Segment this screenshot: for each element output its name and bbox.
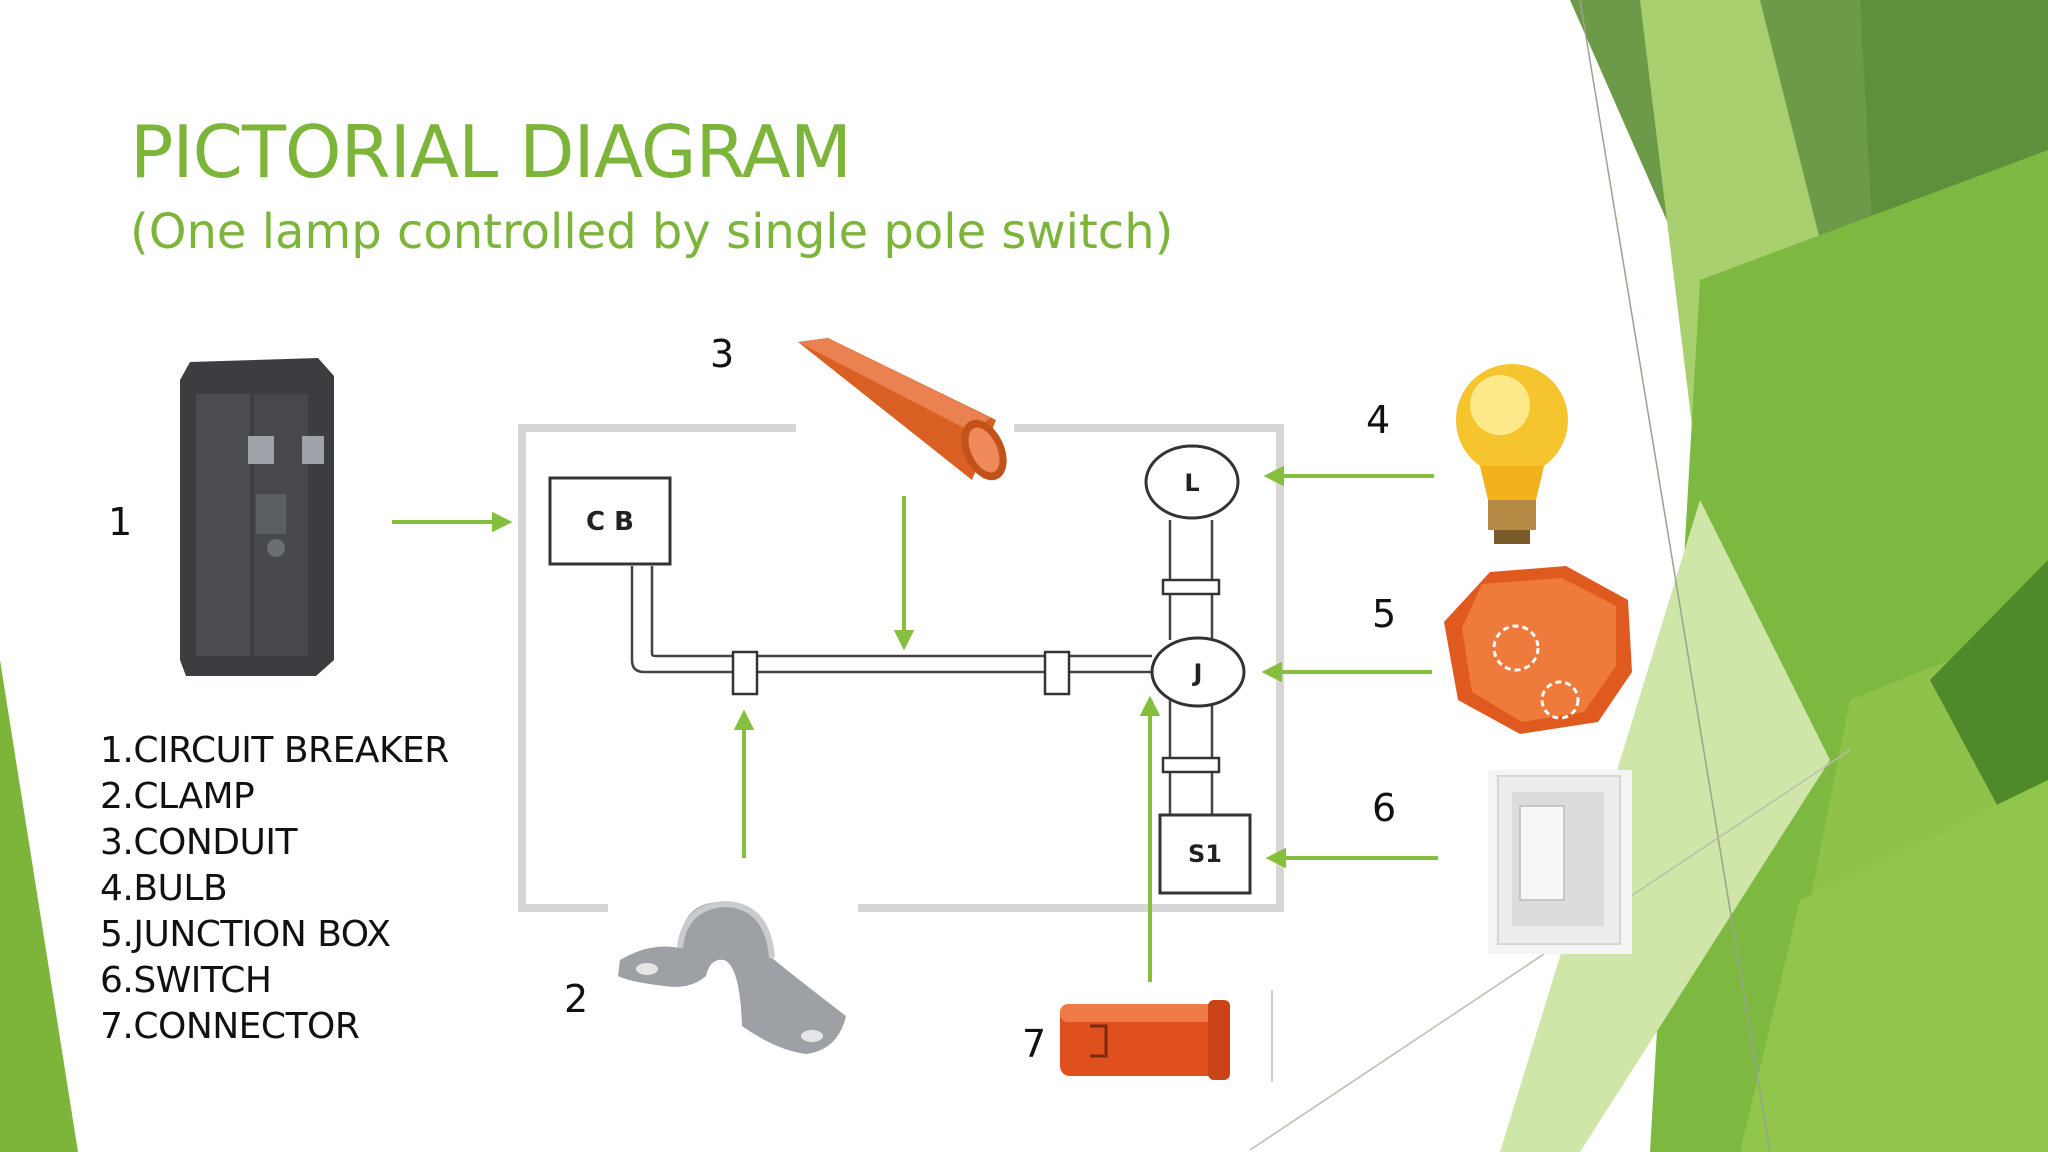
switch-box bbox=[1158, 813, 1252, 895]
legend-item: 6.SWITCH bbox=[100, 960, 272, 1001]
cb-box bbox=[548, 476, 672, 566]
cb-label: C B bbox=[586, 507, 634, 537]
slide-title: PICTORIAL DIAGRAM bbox=[130, 110, 852, 194]
callout-1: 1 bbox=[108, 500, 133, 544]
right-shard-pale bbox=[1500, 500, 1830, 1152]
legend-item: 2.CLAMP bbox=[100, 776, 255, 817]
callout-6: 6 bbox=[1372, 786, 1397, 830]
legend-item: 1.CIRCUIT BREAKER bbox=[100, 730, 449, 771]
switch-label: S1 bbox=[1188, 840, 1222, 868]
legend-list: 1.CIRCUIT BREAKER 2.CLAMP 3.CONDUIT 4.BU… bbox=[100, 728, 449, 1050]
switch-image bbox=[1488, 770, 1632, 954]
junction-symbol bbox=[1150, 636, 1246, 708]
connector-image bbox=[1060, 990, 1273, 1082]
thin-line bbox=[1579, 0, 1771, 1152]
left-green-shard bbox=[0, 660, 78, 1152]
junction-box-image bbox=[1444, 566, 1632, 734]
callout-2: 2 bbox=[564, 977, 589, 1021]
lamp-symbol bbox=[1144, 444, 1240, 520]
callout-5: 5 bbox=[1372, 592, 1397, 636]
legend-item: 5.JUNCTION BOX bbox=[100, 914, 391, 955]
legend-item: 3.CONDUIT bbox=[100, 822, 297, 863]
callout-3: 3 bbox=[710, 332, 735, 376]
callout-7: 7 bbox=[1022, 1022, 1047, 1066]
callout-4: 4 bbox=[1366, 398, 1391, 442]
arrows bbox=[392, 465, 1438, 982]
clamp-image bbox=[618, 900, 846, 1054]
slide-subtitle: (One lamp controlled by single pole swit… bbox=[130, 204, 1174, 260]
right-shard-lime bbox=[1740, 780, 2048, 1152]
clamp-marks bbox=[731, 578, 1221, 774]
legend-item: 4.BULB bbox=[100, 868, 228, 909]
legend-item: 7.CONNECTOR bbox=[100, 1006, 360, 1047]
lamp-label: L bbox=[1184, 469, 1199, 497]
junction-label: J bbox=[1192, 659, 1203, 687]
conduit-image bbox=[798, 338, 1007, 481]
bulb-image bbox=[1456, 364, 1568, 544]
circuit-breaker-image bbox=[180, 358, 334, 676]
